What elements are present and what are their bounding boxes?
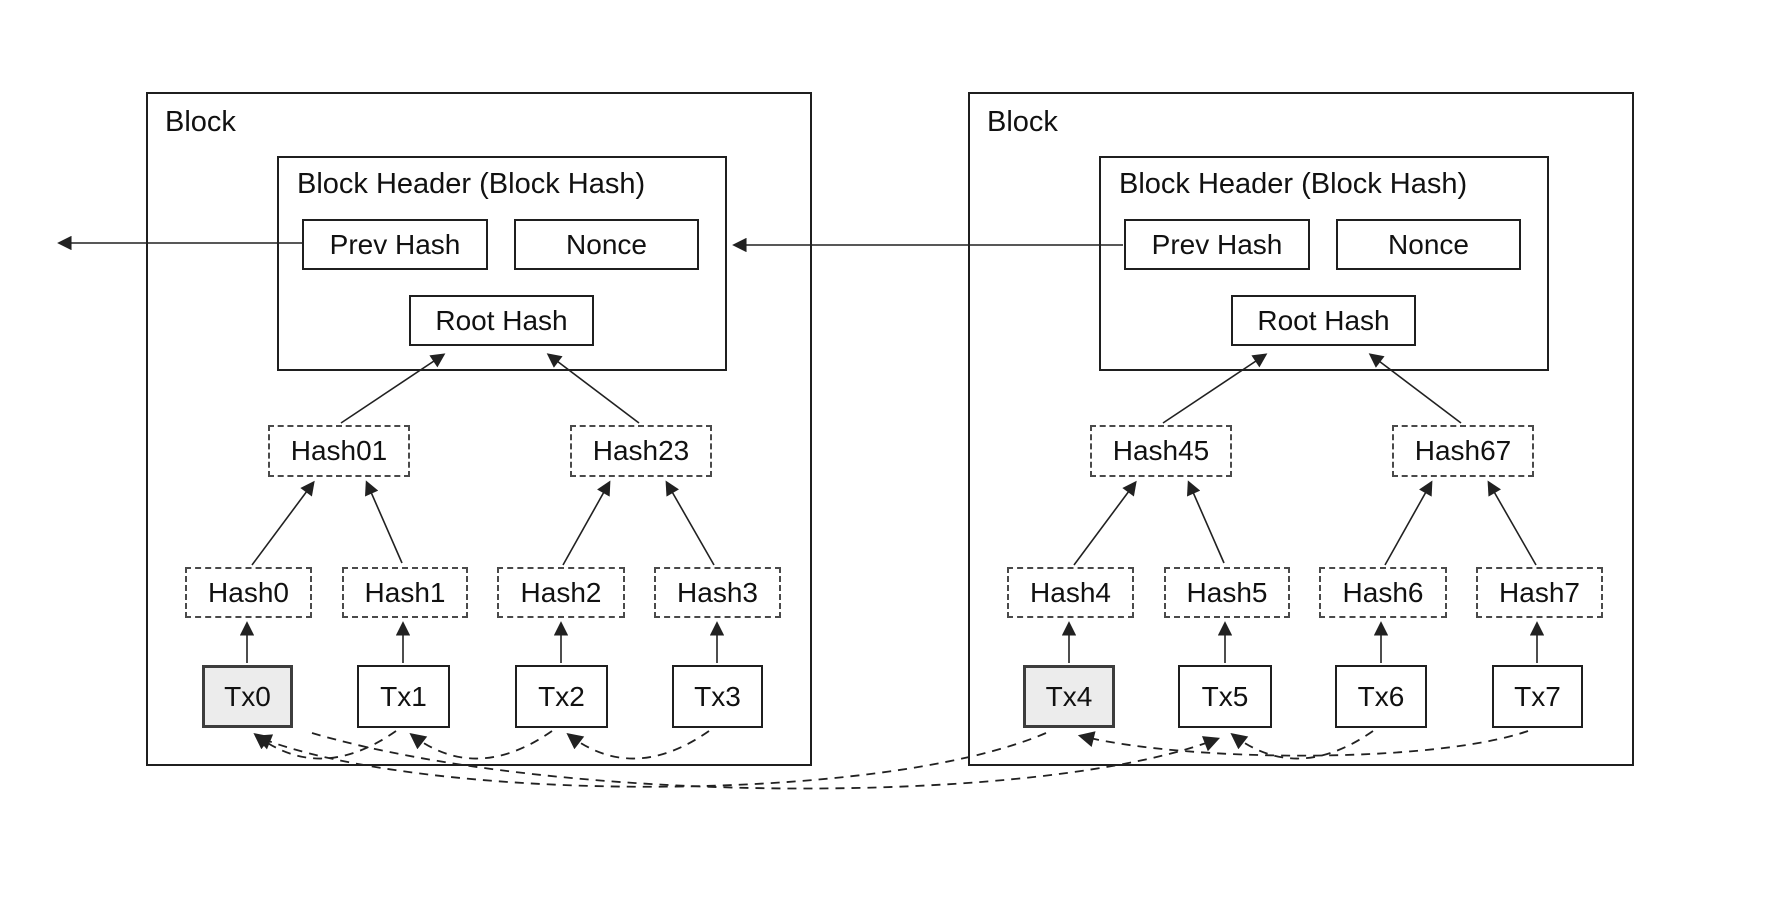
tx6-box: Tx6 (1335, 665, 1427, 728)
tx7-box: Tx7 (1492, 665, 1583, 728)
hash7-box: Hash7 (1476, 567, 1603, 618)
root-hash-box-block-2: Root Hash (1231, 295, 1416, 346)
hash6-box: Hash6 (1319, 567, 1447, 618)
tx4-box: Tx4 (1023, 665, 1115, 728)
block-2-label: Block (987, 106, 1058, 138)
block-1-label: Block (165, 106, 236, 138)
block-2-header-title: Block Header (Block Hash) (1119, 168, 1468, 200)
prev-hash-box-block-1: Prev Hash (302, 219, 488, 270)
block-1-header-title: Block Header (Block Hash) (297, 168, 646, 200)
tx0-box: Tx0 (202, 665, 293, 728)
block-2-container (968, 92, 1634, 766)
block-2-header (1099, 156, 1549, 371)
prev-hash-box-block-2: Prev Hash (1124, 219, 1310, 270)
tx1-box: Tx1 (357, 665, 450, 728)
root-hash-box-block-1: Root Hash (409, 295, 594, 346)
hash67-box: Hash67 (1392, 425, 1534, 477)
hash45-box: Hash45 (1090, 425, 1232, 477)
nonce-box-block-1: Nonce (514, 219, 699, 270)
hash5-box: Hash5 (1164, 567, 1290, 618)
hash4-box: Hash4 (1007, 567, 1134, 618)
nonce-box-block-2: Nonce (1336, 219, 1521, 270)
block-1-header (277, 156, 727, 371)
hash01-box: Hash01 (268, 425, 410, 477)
hash23-box: Hash23 (570, 425, 712, 477)
hash3-box: Hash3 (654, 567, 781, 618)
hash2-box: Hash2 (497, 567, 625, 618)
tx3-box: Tx3 (672, 665, 763, 728)
tx5-box: Tx5 (1178, 665, 1272, 728)
hash1-box: Hash1 (342, 567, 468, 618)
hash0-box: Hash0 (185, 567, 312, 618)
tx2-box: Tx2 (515, 665, 608, 728)
